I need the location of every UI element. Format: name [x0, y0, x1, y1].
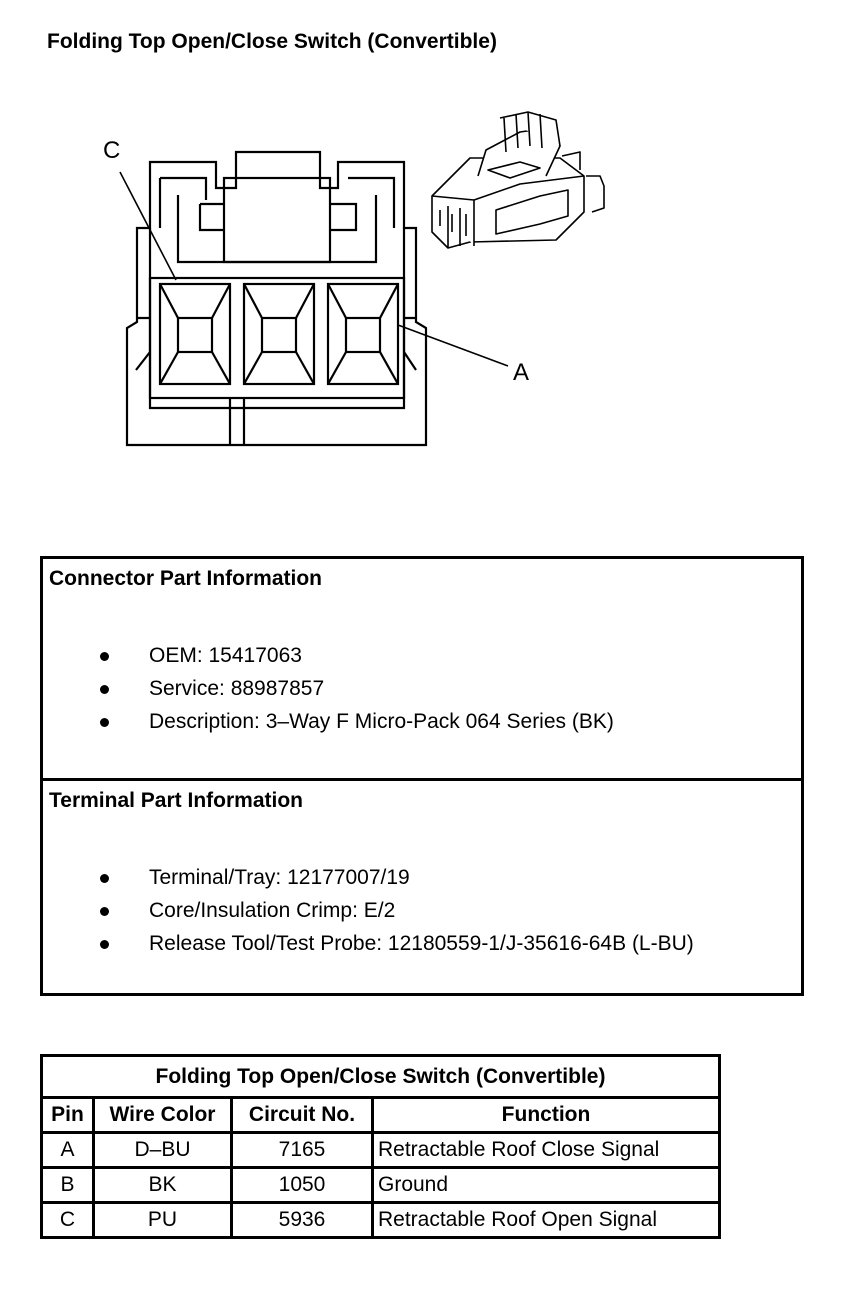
cell-function: Ground [371, 1166, 721, 1204]
page-title: Folding Top Open/Close Switch (Convertib… [47, 30, 497, 53]
cell-wire-color: BK [92, 1166, 233, 1204]
bullet-icon [100, 718, 109, 727]
callout-c-label: C [103, 137, 120, 164]
cell-pin: B [40, 1166, 95, 1204]
cell-function: Retractable Roof Close Signal [371, 1131, 721, 1169]
column-header-wire-color: Wire Color [92, 1096, 233, 1134]
bullet-icon [100, 874, 109, 883]
table-row: A D–BU 7165 Retractable Roof Close Signa… [40, 1131, 721, 1169]
table-header-row: Pin Wire Color Circuit No. Function [40, 1096, 721, 1134]
table-caption: Folding Top Open/Close Switch (Convertib… [40, 1054, 721, 1099]
terminal-info-section: Terminal Part Information Terminal/Tray:… [43, 778, 801, 993]
cell-pin: C [40, 1201, 95, 1239]
connector-info-heading: Connector Part Information [49, 567, 323, 590]
terminal-info-heading: Terminal Part Information [49, 789, 303, 812]
connector-face-diagram: C A [103, 137, 529, 447]
cell-wire-color: D–BU [92, 1131, 233, 1169]
cell-wire-color: PU [92, 1201, 233, 1239]
connector-isometric-diagram [431, 111, 605, 249]
table-row: B BK 1050 Ground [40, 1166, 721, 1204]
part-info-box: Connector Part Information OEM: 15417063… [40, 556, 804, 996]
bullet-icon [100, 907, 109, 916]
column-header-pin: Pin [40, 1096, 95, 1134]
cell-pin: A [40, 1131, 95, 1169]
bullet-icon [100, 940, 109, 949]
cell-circuit-no: 5936 [230, 1201, 374, 1239]
table-row: C PU 5936 Retractable Roof Open Signal [40, 1201, 721, 1239]
cell-circuit-no: 7165 [230, 1131, 374, 1169]
bullet-icon [100, 652, 109, 661]
bullet-icon [100, 685, 109, 694]
table-caption-row: Folding Top Open/Close Switch (Convertib… [40, 1054, 721, 1099]
pinout-table: Folding Top Open/Close Switch (Convertib… [40, 1054, 721, 1239]
cell-circuit-no: 1050 [230, 1166, 374, 1204]
column-header-circuit-no: Circuit No. [230, 1096, 374, 1134]
callout-a-label: A [513, 359, 529, 386]
connector-info-section: Connector Part Information OEM: 15417063… [49, 567, 614, 733]
column-header-function: Function [371, 1096, 721, 1134]
cell-function: Retractable Roof Open Signal [371, 1201, 721, 1239]
